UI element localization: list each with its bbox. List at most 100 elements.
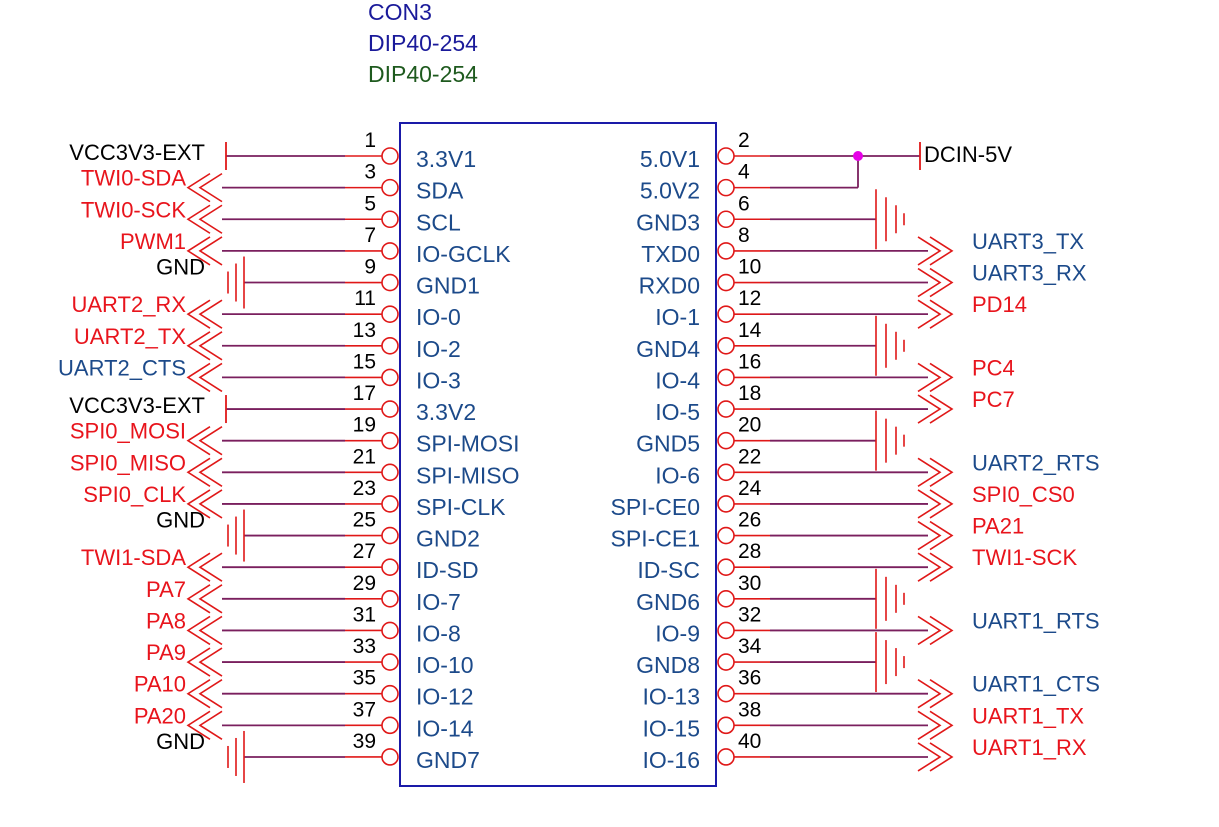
net-label: PA20	[134, 703, 186, 728]
net-label: PA21	[972, 514, 1024, 539]
pin-number: 7	[364, 224, 376, 247]
right-ground	[875, 632, 905, 693]
pin-bubble	[717, 273, 735, 292]
net-label: TWI1-SCK	[972, 545, 1077, 570]
pin-number: 39	[353, 730, 376, 753]
pin-number: 2	[738, 129, 750, 152]
pin-bubble	[381, 558, 399, 576]
pin-name: GND2	[416, 526, 480, 552]
pin-number: 22	[738, 445, 761, 468]
pin-bubble	[717, 178, 735, 197]
net-label: GND	[156, 508, 205, 533]
pin-number: 35	[353, 667, 376, 690]
pin-number: 9	[364, 256, 376, 279]
port-arrow	[917, 679, 954, 709]
pin-bubble	[717, 368, 735, 387]
pin-bubble	[381, 621, 399, 640]
pin-number: 3	[364, 161, 376, 184]
net-label: PA9	[146, 640, 186, 665]
pin-number: 20	[738, 414, 761, 437]
pin-bubble	[717, 431, 735, 450]
pin-name: IO-16	[642, 747, 700, 773]
net-label: DCIN-5V	[924, 142, 1012, 167]
pin-name: SPI-CE0	[611, 494, 700, 520]
pin-name: SPI-CE1	[611, 526, 700, 552]
net-label: UART2_RTS	[972, 450, 1100, 475]
pin-bubble	[717, 558, 735, 576]
pin-name: SPI-MOSI	[416, 431, 520, 457]
port-arrow	[917, 457, 954, 487]
connector-body	[399, 122, 717, 787]
pin-number: 17	[353, 382, 376, 405]
pin-name: GND7	[416, 747, 480, 773]
pin-bubble	[717, 590, 735, 608]
net-label: UART1_RX	[972, 735, 1087, 760]
pin-number: 8	[738, 224, 750, 247]
pin-bubble	[381, 716, 399, 735]
pin-name: IO-GCLK	[416, 241, 511, 267]
ground-symbol	[227, 730, 245, 783]
component-footprint: DIP40-254	[368, 61, 478, 87]
pin-bubble	[381, 526, 399, 545]
pin-bubble	[381, 653, 399, 671]
pin-bubble	[381, 400, 399, 418]
pin-number: 30	[738, 572, 761, 595]
pin-number: 23	[353, 477, 376, 500]
pin-number: 10	[738, 256, 761, 279]
net-label: UART2_CTS	[58, 355, 186, 380]
pin-bubble	[381, 684, 399, 703]
net-label: UART2_TX	[74, 324, 186, 349]
pin-bubble	[717, 621, 735, 640]
net-label: UART1_CTS	[972, 672, 1100, 697]
left-pin-group: 13.3V1VCC3V3-EXT3SDATWI0-SDA5SCLTWI0-SCK…	[58, 129, 520, 783]
pin-name: GND1	[416, 273, 480, 299]
pin-number: 18	[738, 382, 761, 405]
pin-bubble	[381, 210, 399, 229]
pin-number: 5	[364, 192, 376, 215]
pin-name: GND6	[636, 589, 700, 615]
net-label: PA8	[146, 608, 186, 633]
port-arrow	[186, 299, 223, 329]
pin-bubble	[717, 147, 735, 165]
net-label: TWI0-SCK	[81, 197, 186, 222]
pin-bubble	[381, 368, 399, 387]
pin-number: 40	[738, 730, 761, 753]
right-ground	[875, 315, 905, 376]
port-arrow	[186, 172, 223, 203]
port-arrow	[917, 362, 954, 393]
port-arrow	[186, 552, 223, 582]
pin-name: GND8	[636, 652, 700, 678]
pin-name: GND3	[636, 209, 700, 235]
net-label: PWM1	[120, 229, 186, 254]
pin-number: 11	[354, 287, 376, 310]
port-arrow	[186, 710, 223, 741]
port-arrow	[917, 489, 954, 519]
pin-bubble	[381, 273, 399, 292]
pin-bubble	[381, 495, 399, 513]
junction-dot	[853, 151, 863, 161]
pin-number: 25	[353, 509, 376, 532]
net-label: PC7	[972, 387, 1015, 412]
port-arrow	[186, 236, 223, 266]
pin-number: 26	[738, 509, 761, 532]
pin-name: SPI-CLK	[416, 494, 506, 520]
net-extras	[853, 151, 905, 693]
net-label: TWI0-SDA	[81, 166, 186, 191]
